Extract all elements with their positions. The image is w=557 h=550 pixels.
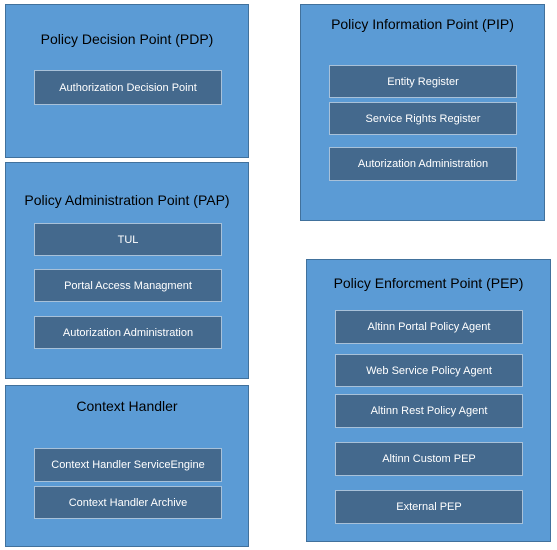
pip-item-entity-register: Entity Register (329, 65, 517, 98)
pip-item-service-rights-register: Service Rights Register (329, 102, 517, 135)
pep-item-web-service-policy-agent: Web Service Policy Agent (335, 354, 523, 387)
pap-group: Policy Administration Point (PAP) TUL Po… (5, 162, 249, 379)
pdp-item-authorization-decision-point: Authorization Decision Point (34, 70, 222, 105)
pdp-group: Policy Decision Point (PDP) Authorizatio… (5, 4, 249, 158)
pep-group: Policy Enforcment Point (PEP) Altinn Por… (306, 259, 551, 542)
pip-item-autorization-administration: Autorization Administration (329, 147, 517, 181)
pep-item-altinn-portal-policy-agent: Altinn Portal Policy Agent (335, 310, 523, 344)
context-handler-title: Context Handler (76, 398, 178, 414)
pep-title: Policy Enforcment Point (PEP) (333, 275, 524, 291)
context-item-archive: Context Handler Archive (34, 486, 222, 519)
pap-item-autorization-administration: Autorization Administration (34, 316, 222, 349)
pep-item-altinn-custom-pep: Altinn Custom PEP (335, 442, 523, 476)
context-handler-group: Context Handler Context Handler ServiceE… (5, 385, 249, 547)
pip-group: Policy Information Point (PIP) Entity Re… (300, 4, 545, 221)
pdp-title: Policy Decision Point (PDP) (40, 31, 214, 47)
pap-item-tul: TUL (34, 223, 222, 256)
pap-title: Policy Administration Point (PAP) (24, 192, 230, 208)
pep-item-external-pep: External PEP (335, 490, 523, 524)
pep-item-altinn-rest-policy-agent: Altinn Rest Policy Agent (335, 394, 523, 428)
pip-title: Policy Information Point (PIP) (331, 16, 514, 32)
pap-item-portal-access-managment: Portal Access Managment (34, 269, 222, 302)
context-item-service-engine: Context Handler ServiceEngine (34, 448, 222, 482)
